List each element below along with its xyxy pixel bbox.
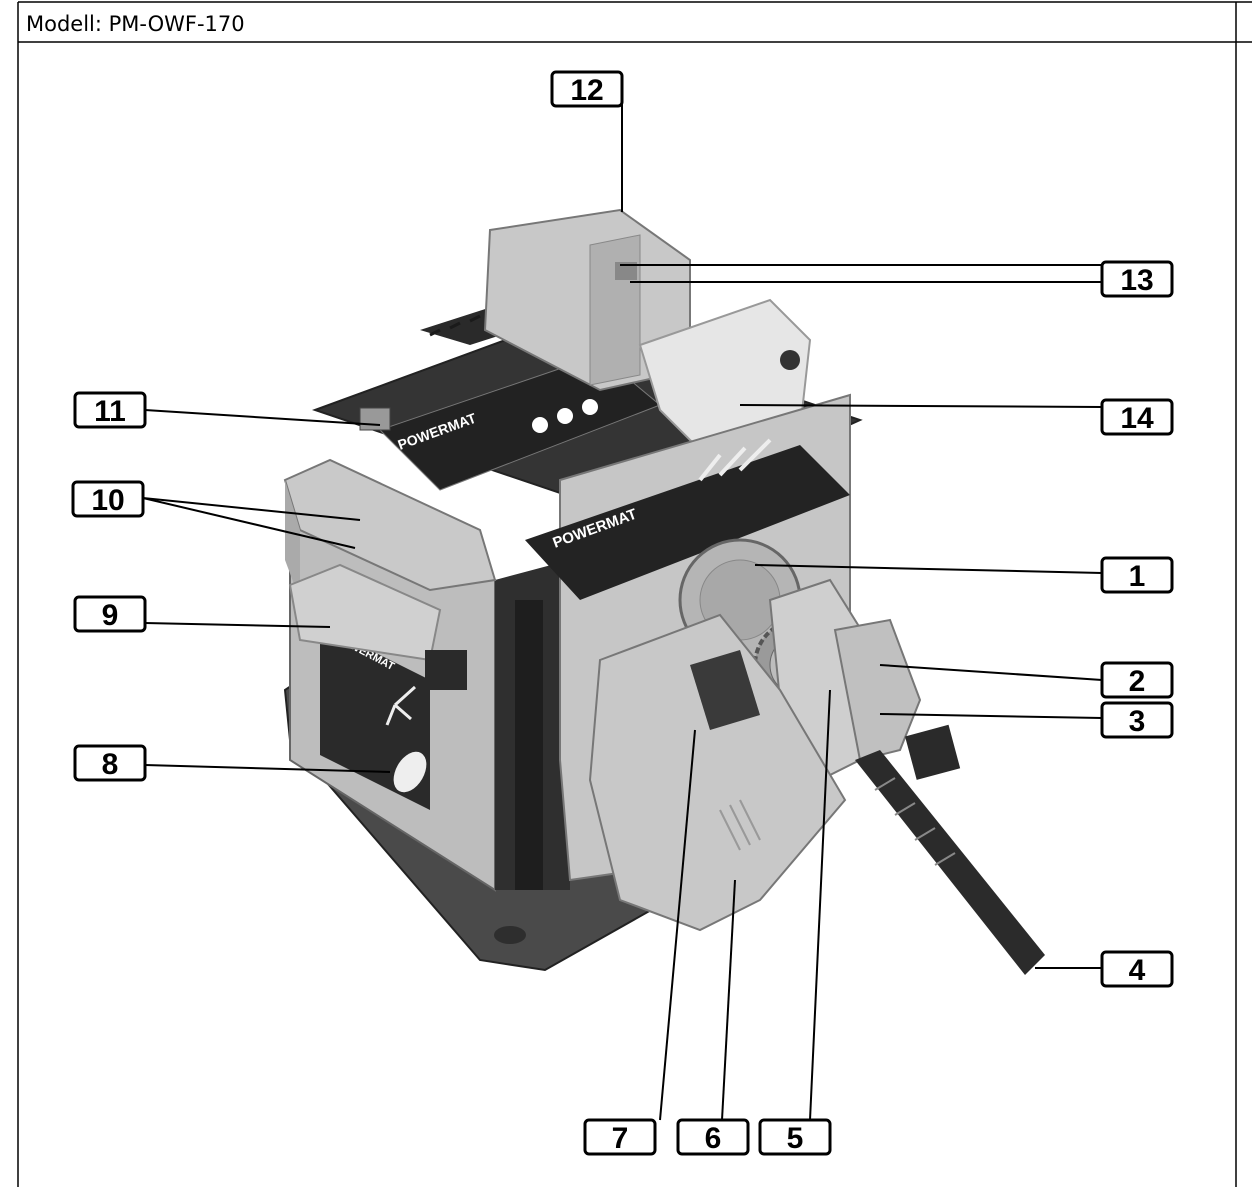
callout-1: 1 (1100, 556, 1174, 594)
svg-text:14: 14 (1120, 402, 1154, 435)
callout-8: 8 (73, 744, 147, 782)
callout-boxes: 12 13 11 14 10 1 9 2 (71, 70, 1174, 1156)
callout-6: 6 (676, 1118, 750, 1156)
front-label (525, 445, 850, 600)
svg-text:4: 4 (1129, 954, 1146, 987)
svg-text:2: 2 (1129, 665, 1146, 698)
callout-12: 12 (550, 70, 624, 108)
svg-text:11: 11 (94, 395, 126, 428)
callout-10: 10 (71, 480, 145, 518)
front-chute (588, 613, 847, 932)
callout-13: 13 (1100, 260, 1174, 298)
svg-text:7: 7 (612, 1122, 629, 1155)
svg-text:6: 6 (705, 1122, 722, 1155)
right-plate (833, 618, 922, 762)
sharpener-illustration: POWERMAT POWERMAT P (283, 208, 1045, 975)
svg-text:1: 1 (1129, 560, 1146, 593)
callout-2: 2 (1100, 661, 1174, 699)
svg-text:5: 5 (787, 1122, 804, 1155)
drill-bit (855, 750, 1045, 975)
svg-text:12: 12 (570, 74, 603, 107)
left-guide (288, 563, 442, 662)
svg-text:3: 3 (1129, 705, 1146, 738)
callout-7: 7 (583, 1118, 657, 1156)
callout-3: 3 (1100, 701, 1174, 739)
callout-14: 14 (1100, 398, 1174, 436)
model-label: Modell: PM-OWF-170 (26, 12, 245, 36)
callout-4: 4 (1100, 950, 1174, 988)
svg-text:9: 9 (102, 599, 119, 632)
svg-text:13: 13 (1120, 264, 1153, 297)
callout-11: 11 (73, 391, 147, 429)
svg-text:10: 10 (91, 484, 124, 517)
leader-lines (142, 85, 1103, 1121)
svg-text:8: 8 (102, 748, 119, 781)
callout-9: 9 (73, 595, 147, 633)
page-frame (17, 1, 1252, 1187)
callout-5: 5 (758, 1118, 832, 1156)
